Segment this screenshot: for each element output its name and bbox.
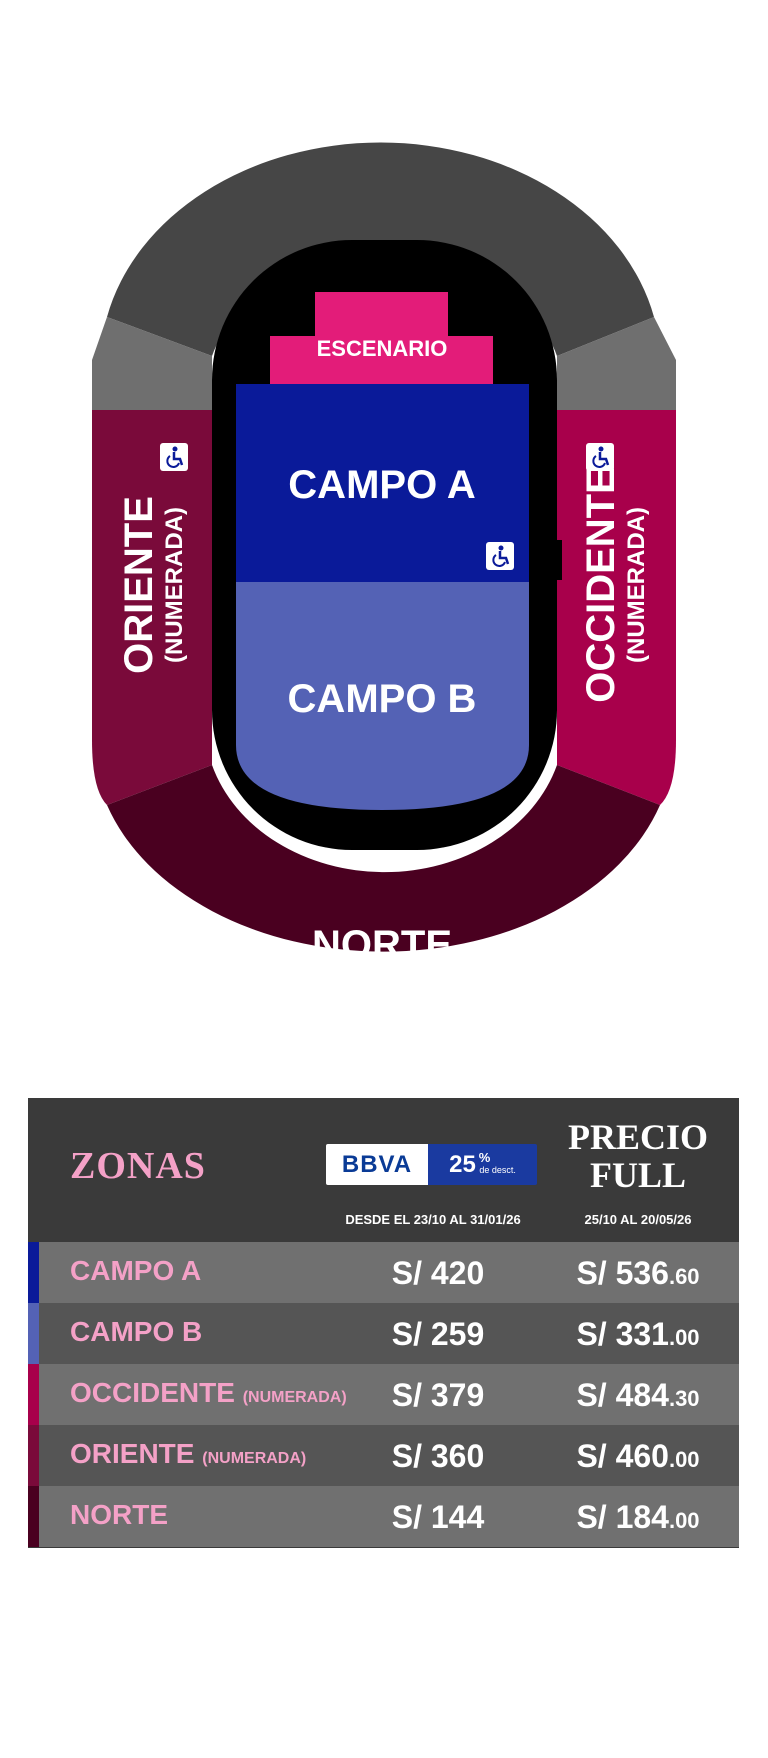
full-main: S/ 331 — [576, 1316, 669, 1352]
zone-name: ORIENTE — [70, 1438, 195, 1469]
row-full-price: S/ 184.00 — [548, 1499, 728, 1536]
row-zone-name: ORIENTE (NUMERADA) — [70, 1438, 306, 1470]
row-full-price: S/ 460.00 — [548, 1438, 728, 1475]
full-cents: .30 — [668, 1386, 700, 1411]
row-bbva-price: S/ 144 — [391, 1499, 485, 1535]
row-color-stripe — [28, 1303, 39, 1364]
full-line: FULL — [589, 1155, 686, 1195]
full-dates: 25/10 AL 20/05/26 — [584, 1212, 692, 1227]
row-bbva-price: S/ 420 — [391, 1255, 485, 1291]
zone-name: NORTE — [70, 1499, 168, 1530]
wheelchair-icon — [586, 443, 614, 471]
campo-b-label: CAMPO B — [288, 677, 477, 721]
campo-a-label: CAMPO A — [288, 463, 475, 507]
bbva-discount: 25 % de desct. — [428, 1144, 537, 1185]
zone-campo-b[interactable] — [236, 582, 529, 810]
wheelchair-icon — [160, 443, 188, 471]
row-zone-name: NORTE — [70, 1499, 168, 1531]
row-bbva-price: S/ 379 — [391, 1377, 485, 1413]
occidente-label: OCCIDENTE — [579, 467, 623, 703]
norte-label: NORTE — [312, 923, 452, 967]
side-gallery-right — [557, 317, 676, 410]
zone-norte[interactable] — [107, 765, 660, 952]
wheelchair-icon — [486, 542, 514, 570]
stage — [270, 292, 493, 384]
row-color-stripe — [28, 1242, 39, 1303]
zone-sub: (NUMERADA) — [202, 1450, 307, 1467]
bbva-discount-badge: BBVA 25 % de desct. — [326, 1144, 537, 1185]
row-full-price: S/ 331.00 — [548, 1316, 728, 1353]
full-cents: .00 — [668, 1508, 700, 1533]
table-row: OCCIDENTE (NUMERADA) S/ 379 S/ 484.30 — [28, 1364, 739, 1425]
full-main: S/ 184 — [576, 1499, 669, 1535]
row-bbva-price: S/ 360 — [391, 1438, 485, 1474]
table-header: ZONAS BBVA 25 % de desct. PRECIO FULL DE… — [28, 1098, 739, 1242]
row-color-stripe — [28, 1425, 39, 1486]
stage-label: ESCENARIO — [317, 336, 448, 361]
bbva-logo: BBVA — [326, 1144, 428, 1185]
table-row: ORIENTE (NUMERADA) S/ 360 S/ 460.00 — [28, 1425, 739, 1486]
discount-percent: 25 — [449, 1150, 476, 1178]
row-full-price: S/ 484.30 — [548, 1377, 728, 1414]
full-cents: .00 — [668, 1447, 700, 1472]
row-zone-name: CAMPO B — [70, 1316, 202, 1348]
zonas-title: ZONAS — [70, 1145, 206, 1187]
full-main: S/ 460 — [576, 1438, 669, 1474]
row-bbva-price: S/ 259 — [391, 1316, 485, 1352]
row-zone-name: OCCIDENTE (NUMERADA) — [70, 1377, 347, 1409]
stadium-map: ESCENARIO CAMPO A CAMPO B NORTE ORIENTE … — [92, 142, 676, 967]
full-cents: .60 — [668, 1264, 700, 1289]
full-main: S/ 484 — [576, 1377, 669, 1413]
zone-oriente[interactable] — [92, 410, 212, 805]
side-gallery-left — [92, 317, 212, 410]
full-main: S/ 536 — [576, 1255, 669, 1291]
full-cents: .00 — [668, 1325, 700, 1350]
precio-line: PRECIO — [567, 1117, 708, 1157]
zone-name: OCCIDENTE — [70, 1377, 235, 1408]
oriente-sub-label: (NUMERADA) — [161, 507, 188, 663]
zone-sub: (NUMERADA) — [242, 1389, 347, 1406]
price-table: ZONAS BBVA 25 % de desct. PRECIO FULL DE… — [28, 1098, 739, 1548]
access-tab — [540, 540, 562, 580]
discount-note: de desct. — [479, 1165, 516, 1175]
occidente-sub-label: (NUMERADA) — [623, 507, 650, 663]
zone-name: CAMPO A — [70, 1255, 202, 1286]
zone-occidente[interactable] — [557, 410, 676, 805]
discount-sign: % — [478, 1150, 491, 1165]
row-color-stripe — [28, 1486, 39, 1547]
table-row: CAMPO B S/ 259 S/ 331.00 — [28, 1303, 739, 1364]
precio-full-title: PRECIO FULL — [548, 1118, 728, 1194]
table-row: NORTE S/ 144 S/ 184.00 — [28, 1486, 739, 1547]
zone-name: CAMPO B — [70, 1316, 203, 1347]
oriente-label: ORIENTE — [117, 496, 161, 674]
row-color-stripe — [28, 1364, 39, 1425]
table-row: CAMPO A S/ 420 S/ 536.60 — [28, 1242, 739, 1303]
bbva-dates: DESDE EL 23/10 AL 31/01/26 — [345, 1212, 521, 1227]
row-zone-name: CAMPO A — [70, 1255, 201, 1287]
row-full-price: S/ 536.60 — [548, 1255, 728, 1292]
zone-campo-a[interactable] — [236, 384, 529, 582]
